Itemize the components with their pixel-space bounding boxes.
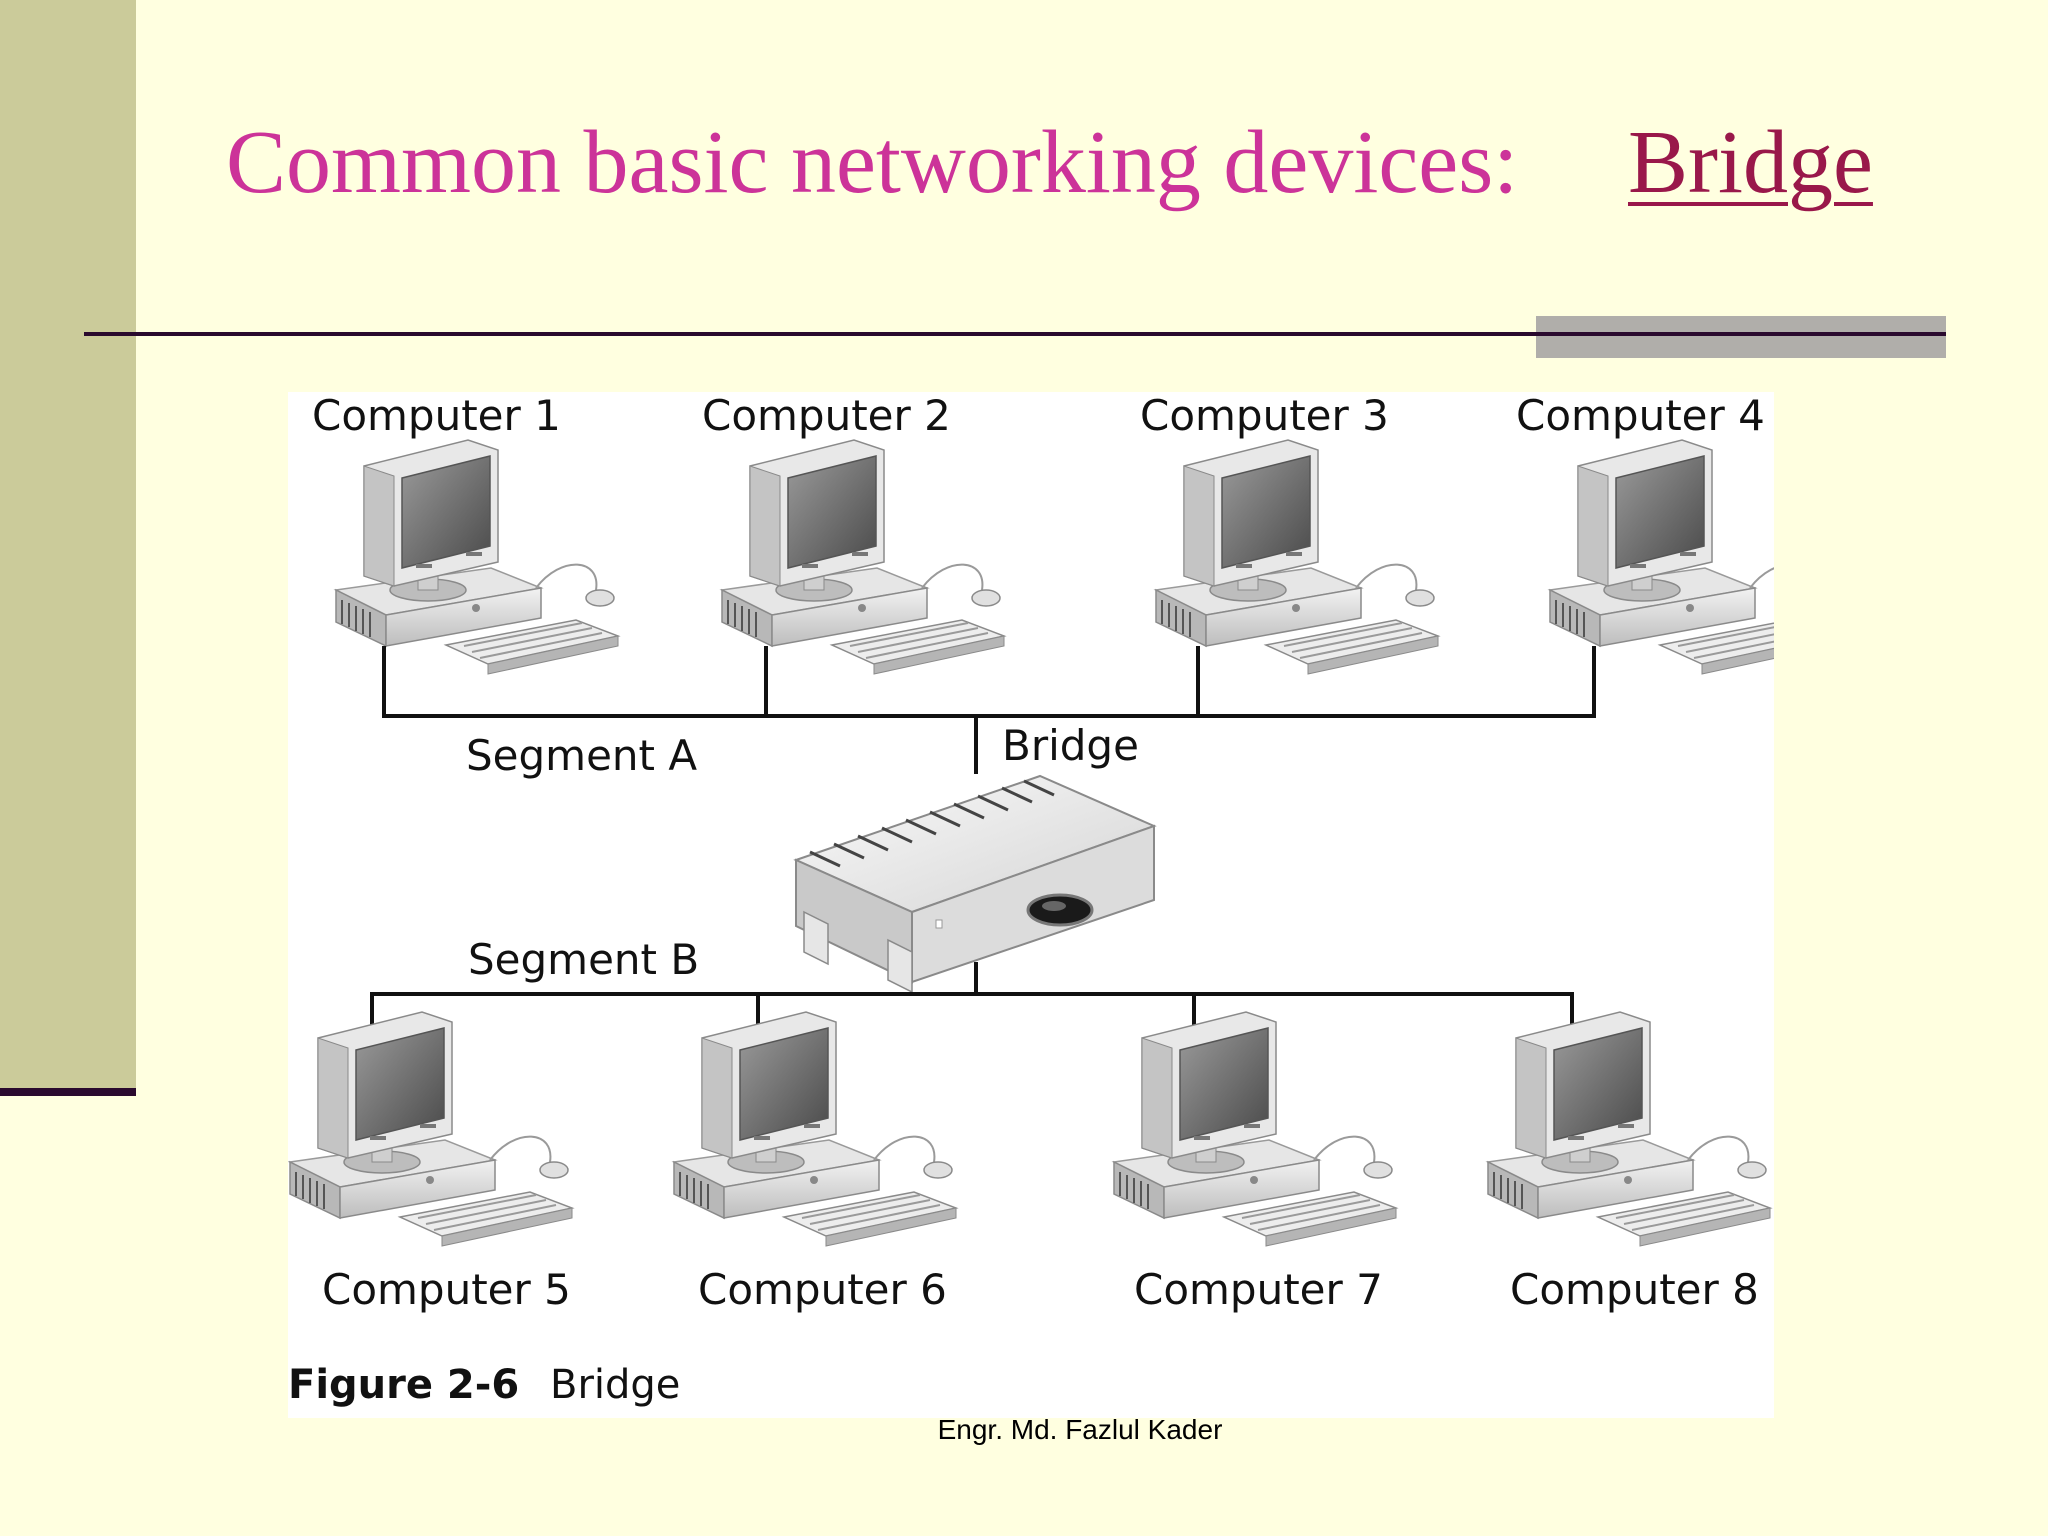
segment-a-line [382,646,1596,774]
computer-7-icon [1113,1011,1397,1247]
bridge-device-icon [793,774,1157,994]
title-link-bridge[interactable]: Bridge [1628,113,1873,212]
computer-1-icon [335,439,619,675]
computer-4-label: Computer 4 [1516,392,1765,440]
computer-5-label: Computer 5 [322,1265,571,1314]
sidebar-accent [0,0,136,1088]
footer-author: Engr. Md. Fazlul Kader [937,1414,1223,1445]
bridge-figure: Computer 1 Computer 2 Computer 3 Compute… [288,392,1774,1418]
computer-4-icon [1549,439,1774,675]
segment-a-label: Segment A [466,731,697,780]
slide-title: Common basic networking devices: Bridge [226,98,1926,228]
computer-1-label: Computer 1 [312,392,561,440]
bridge-diagram: Computer 1 Computer 2 Computer 3 Compute… [288,392,1774,1408]
computer-3-icon [1155,439,1439,675]
computer-8-label: Computer 8 [1510,1265,1759,1314]
computer-2-label: Computer 2 [702,392,951,440]
title-rule [84,332,1946,336]
computer-7-label: Computer 7 [1134,1265,1383,1314]
computer-5-icon [289,1011,573,1247]
segment-b-line [370,962,1574,1028]
computer-6-label: Computer 6 [698,1265,947,1314]
segment-b-label: Segment B [468,935,699,984]
title-rule-gray [1536,316,1946,358]
bridge-label: Bridge [1002,721,1139,770]
figure-caption-number: Figure 2-6 [288,1362,519,1408]
sidebar-rule [0,1088,136,1096]
computer-2-icon [721,439,1005,675]
computer-6-icon [673,1011,957,1247]
computer-8-icon [1487,1011,1771,1247]
computer-3-label: Computer 3 [1140,392,1389,440]
title-text: Common basic networking devices: [226,113,1519,212]
figure-caption-text: Bridge [550,1362,680,1408]
